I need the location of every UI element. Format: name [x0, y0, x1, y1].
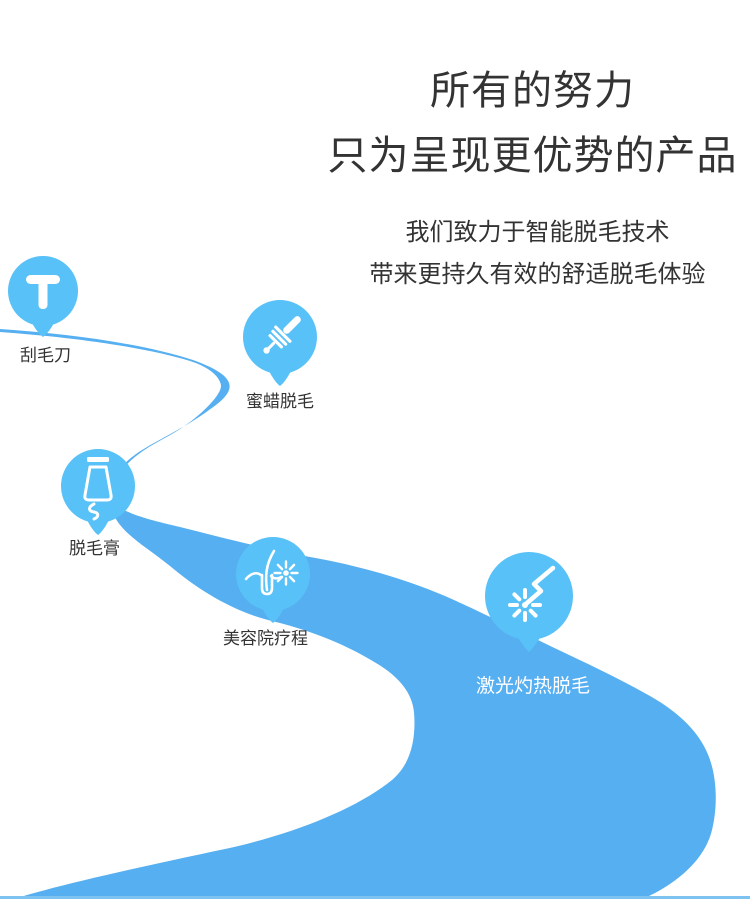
milestone-pin-laser — [485, 552, 573, 652]
laser-beam-icon — [508, 565, 556, 622]
subheadline: 我们致力于智能脱毛技术 带来更持久有效的舒适脱毛体验 — [325, 212, 750, 296]
milestone-label-wax: 蜜蜡脱毛 — [246, 392, 314, 411]
milestone-label-laser: 激光灼热脱毛 — [476, 676, 591, 697]
subtitle-line-1: 我们致力于智能脱毛技术 — [405, 219, 670, 246]
follicle-spark-icon — [244, 549, 299, 596]
river-shape — [0, 329, 716, 899]
title-line-2: 只为呈现更优势的产品 — [327, 134, 738, 178]
milestone-label-salon: 美容院疗程 — [223, 629, 308, 648]
milestone-pin-salon — [236, 537, 310, 623]
honey-dipper-icon — [263, 316, 301, 354]
milestone-label-razor: 刮毛刀 — [20, 346, 71, 365]
bottom-section-strip — [0, 896, 750, 899]
milestone-pin-cream — [61, 449, 135, 535]
milestone-pin-razor — [8, 256, 78, 337]
razor-icon — [26, 275, 60, 309]
title-line-1: 所有的努力 — [430, 69, 635, 113]
milestone-pin-wax — [243, 300, 317, 386]
subtitle-line-2: 带来更持久有效的舒适脱毛体验 — [369, 261, 706, 288]
headline: 所有的努力 只为呈现更优势的产品 — [315, 59, 750, 189]
milestone-label-cream: 脱毛膏 — [69, 539, 120, 558]
cream-tube-icon — [83, 457, 113, 521]
